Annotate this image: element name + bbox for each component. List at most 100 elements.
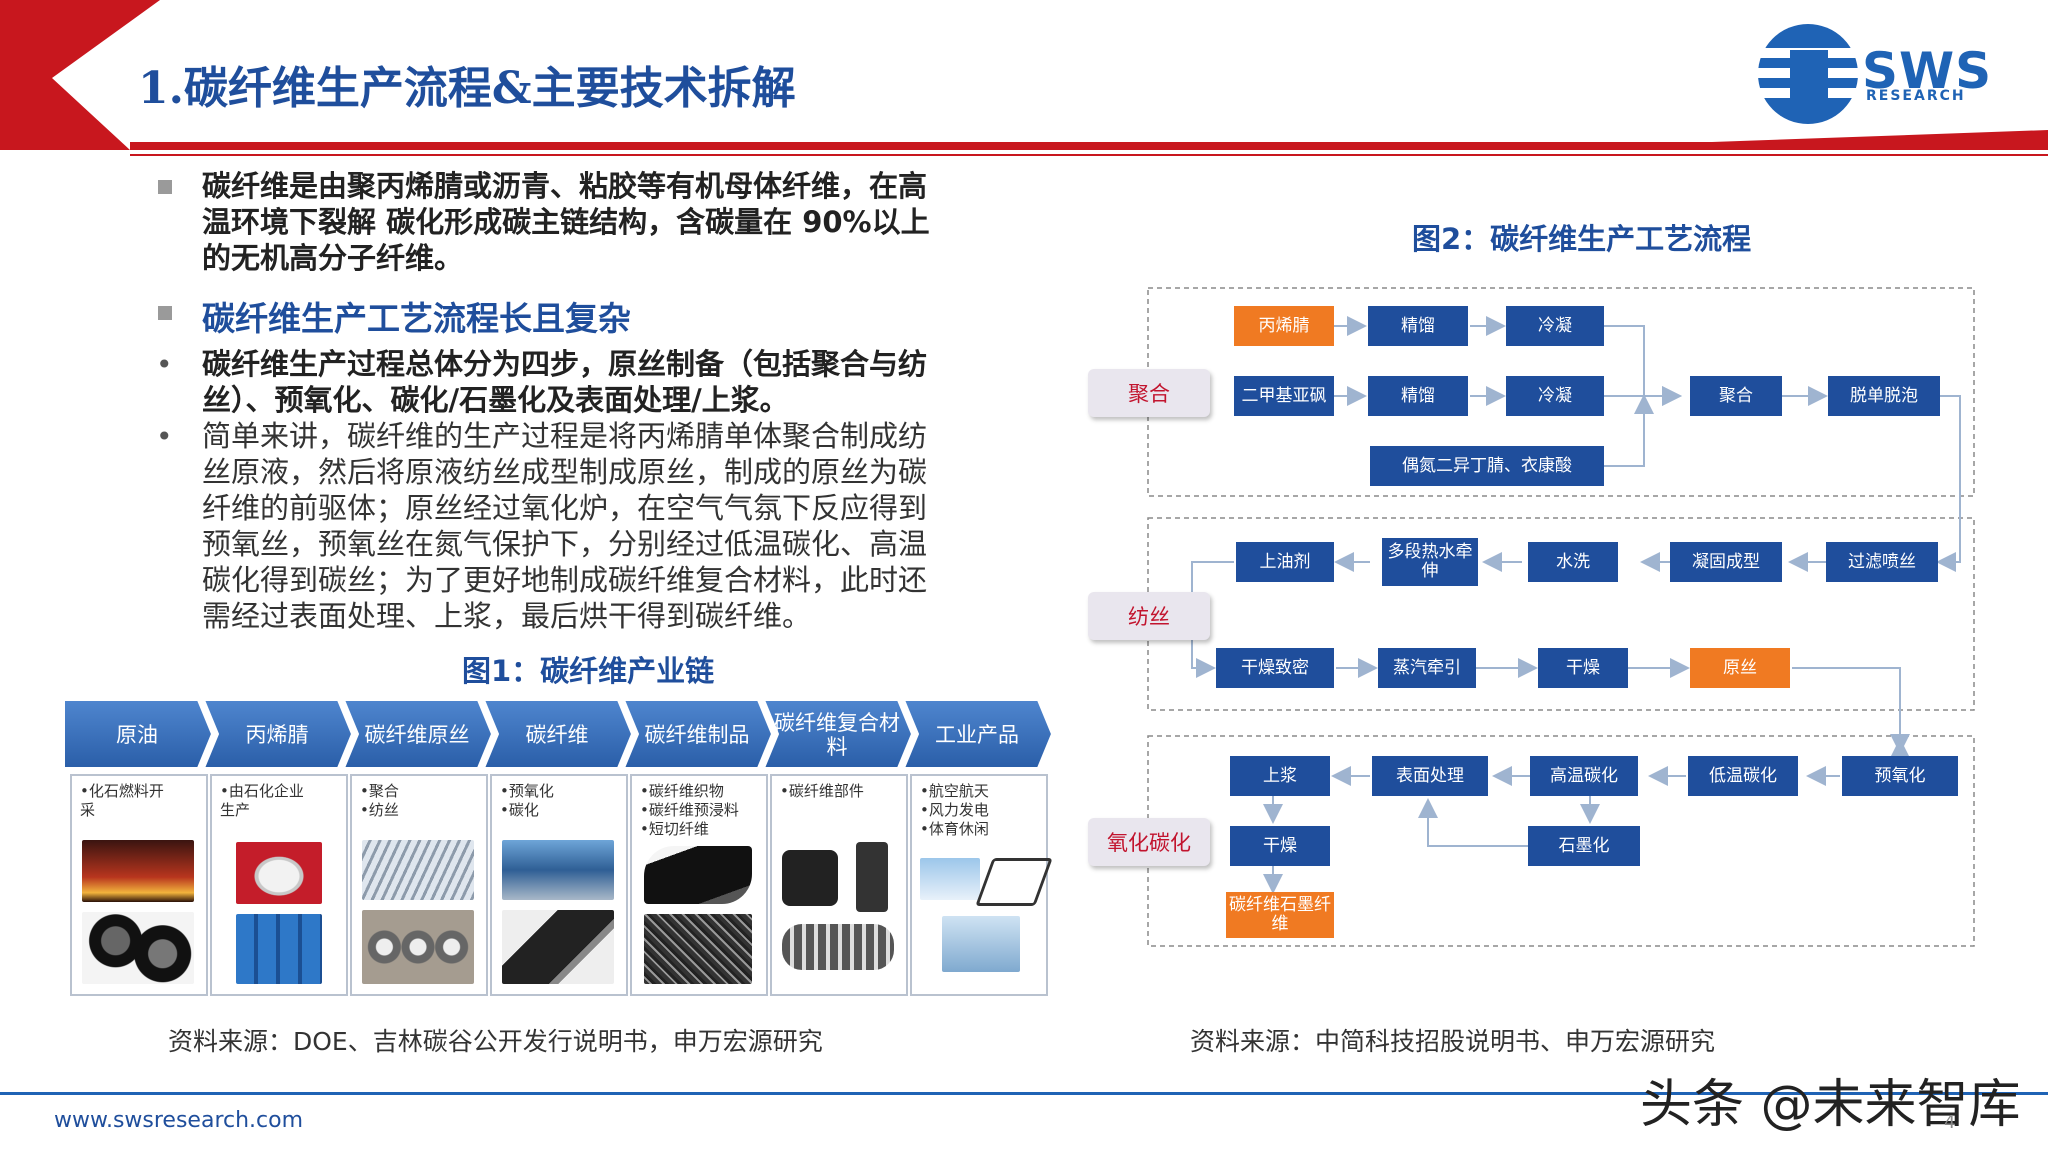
- chain-col-2: •由石化企业生产: [210, 774, 348, 996]
- chain-col-5: •碳纤维织物•碳纤维预浸料•短切纤维: [630, 774, 768, 996]
- chain-chevron: [342, 700, 494, 769]
- chain-chevron: [622, 700, 774, 769]
- intro-line: 碳纤维是由聚丙烯腈或沥青、粘胶等有机母体纤维，在高: [202, 169, 928, 203]
- box-distill-1: 精馏: [1368, 306, 1468, 346]
- chain-head-3: 碳纤维原丝: [364, 723, 470, 747]
- watermark: 头条 @未来智库: [1640, 1075, 2021, 1135]
- intro-paragraph: 碳纤维是由聚丙烯腈或沥青、粘胶等有机母体纤维，在高 温环境下裂解 碳化形成碳主链…: [202, 168, 930, 276]
- box-sizing: 上浆: [1230, 756, 1330, 796]
- intro-line: 的无机高分子纤维。: [202, 241, 464, 275]
- chain-head-2: 丙烯腈: [245, 723, 309, 747]
- box-water-wash: 水洗: [1528, 542, 1618, 582]
- chain-item: •碳纤维预浸料: [640, 801, 739, 819]
- precursor-fiber-image: [362, 840, 474, 900]
- chain-item: •体育休闲: [920, 820, 989, 838]
- chain-head-4: 碳纤维: [525, 723, 589, 747]
- chain-item: •聚合: [360, 782, 399, 800]
- chain-item: •短切纤维: [640, 820, 709, 838]
- wind-turbine-image: [942, 916, 1020, 972]
- bicycle-frame-image: [975, 858, 1053, 906]
- box-pre-oxidation: 预氧化: [1842, 756, 1958, 796]
- chain-item: •碳纤维部件: [780, 782, 864, 800]
- chain-arrow-bar: [64, 700, 1054, 769]
- page-title: 1.碳纤维生产流程&主要技术拆解: [138, 63, 796, 114]
- stage-spinning: 纺丝: [1088, 592, 1210, 640]
- chain-col-1: •化石燃料开采: [70, 774, 208, 996]
- square-bullet-icon: [158, 180, 172, 194]
- chain-item: 采: [80, 801, 96, 819]
- oil-barrel-image: [82, 912, 194, 984]
- chopped-fiber-image: [644, 914, 752, 984]
- chain-chevron: [64, 700, 214, 769]
- chain-item: •纺丝: [360, 801, 399, 819]
- chain-head-7: 工业产品: [935, 723, 1019, 747]
- footer-url: www.swsresearch.com: [54, 1108, 304, 1133]
- chain-head-6: 碳纤维复合材料: [774, 711, 900, 759]
- box-dry-densify: 干燥致密: [1216, 648, 1334, 688]
- chain-item: •碳纤维织物: [640, 782, 724, 800]
- header-red-corner: [0, 0, 160, 150]
- fiber-spools-image: [362, 910, 474, 984]
- bullet-para-2: 简单来讲，碳纤维的生产过程是将丙烯腈单体聚合制成纺 丝原液，然后将原液纺丝成型制…: [202, 418, 927, 634]
- chain-col-6: •碳纤维部件: [770, 774, 908, 996]
- page-number: 4: [1944, 1112, 1956, 1133]
- footer-line: [0, 1092, 2048, 1095]
- header-red-right: [1712, 130, 2048, 156]
- box-hot-water-stretch: 多段热水牵伸: [1382, 538, 1478, 586]
- dot-bullet-icon: •: [156, 348, 173, 381]
- chain-chevron: [762, 700, 914, 769]
- chain-item: •航空航天: [920, 782, 989, 800]
- sws-logo-icon: [1758, 24, 1858, 124]
- chain-item: •由石化企业: [220, 782, 304, 800]
- logo-text: SWS: [1862, 42, 1993, 100]
- chain-item: •风力发电: [920, 801, 989, 819]
- chain-chevron: [902, 700, 1054, 769]
- oil-field-image: [82, 840, 194, 902]
- logo-subtext: RESEARCH: [1866, 88, 1966, 104]
- bullet-line: 碳化得到碳丝；为了更好地制成碳纤维复合材料，此时还: [202, 563, 928, 597]
- chain-head-1: 原油: [116, 723, 158, 747]
- section-heading: 碳纤维生产工艺流程长且复杂: [202, 299, 631, 338]
- bullet-line: 简单来讲，碳纤维的生产过程是将丙烯腈单体聚合制成纺: [202, 419, 928, 453]
- box-dry-2: 干燥: [1230, 826, 1330, 866]
- box-acrylonitrile: 丙烯腈: [1234, 306, 1334, 346]
- carbon-component-image: [856, 842, 888, 912]
- fig2-title: 图2：碳纤维生产工艺流程: [1412, 222, 1752, 256]
- oxidation-line-image: [502, 840, 614, 900]
- chain-item: •碳化: [500, 801, 539, 819]
- box-steam-draw: 蒸汽牵引: [1378, 648, 1476, 688]
- box-dmso: 二甲基亚砜: [1234, 376, 1334, 416]
- fig1-title: 图1：碳纤维产业链: [462, 654, 715, 688]
- box-polymerize: 聚合: [1690, 376, 1782, 416]
- box-condense-1: 冷凝: [1506, 306, 1604, 346]
- chain-col-4: •预氧化•碳化: [490, 774, 628, 996]
- carbon-fabric-image: [644, 846, 752, 904]
- bullet-line: 丝）、预氧化、碳化/石墨化及表面处理/上浆。: [202, 383, 789, 417]
- chain-chevron: [482, 700, 634, 769]
- fig2-source: 资料来源：中简科技招股说明书、申万宏源研究: [1190, 1027, 1716, 1056]
- carbon-fiber-roll-image: [502, 910, 614, 984]
- box-graphitize: 石墨化: [1528, 826, 1640, 866]
- bullet-line: 丝原液，然后将原液纺丝成型制成原丝，制成的原丝为碳: [202, 455, 928, 489]
- chain-col-7: •航空航天•风力发电•体育休闲: [910, 774, 1053, 996]
- box-low-temp-carbonize: 低温碳化: [1688, 756, 1798, 796]
- chain-chevron: [202, 700, 354, 769]
- header-banner: [0, 0, 2048, 156]
- bullet-para-1: 碳纤维生产过程总体分为四步，原丝制备（包括聚合与纺 丝）、预氧化、碳化/石墨化及…: [202, 346, 927, 418]
- box-oil-agent: 上油剂: [1236, 542, 1334, 582]
- chain-item: 生产: [220, 801, 251, 819]
- box-distill-2: 精馏: [1368, 376, 1468, 416]
- box-initiator: 偶氮二异丁腈、衣康酸: [1370, 446, 1604, 486]
- bullet-line: 纤维的前驱体；原丝经过氧化炉，在空气气氛下反应得到: [202, 491, 928, 525]
- intro-line: 温环境下裂解 碳化形成碳主链结构，含碳量在 90%以上: [202, 205, 930, 239]
- box-surface-treatment: 表面处理: [1372, 756, 1488, 796]
- chemical-bottle-image: [236, 842, 322, 904]
- box-coagulation: 凝固成型: [1670, 542, 1782, 582]
- fig1-source: 资料来源：DOE、吉林碳谷公开发行说明书，申万宏源研究: [168, 1027, 823, 1056]
- chain-head-5: 碳纤维制品: [644, 723, 750, 747]
- chemical-drums-image: [236, 914, 322, 984]
- box-filter-spinneret: 过滤喷丝: [1826, 542, 1938, 582]
- carbon-part-image: [782, 850, 838, 906]
- square-bullet-icon: [158, 306, 172, 320]
- chain-col-3: •聚合•纺丝: [350, 774, 488, 996]
